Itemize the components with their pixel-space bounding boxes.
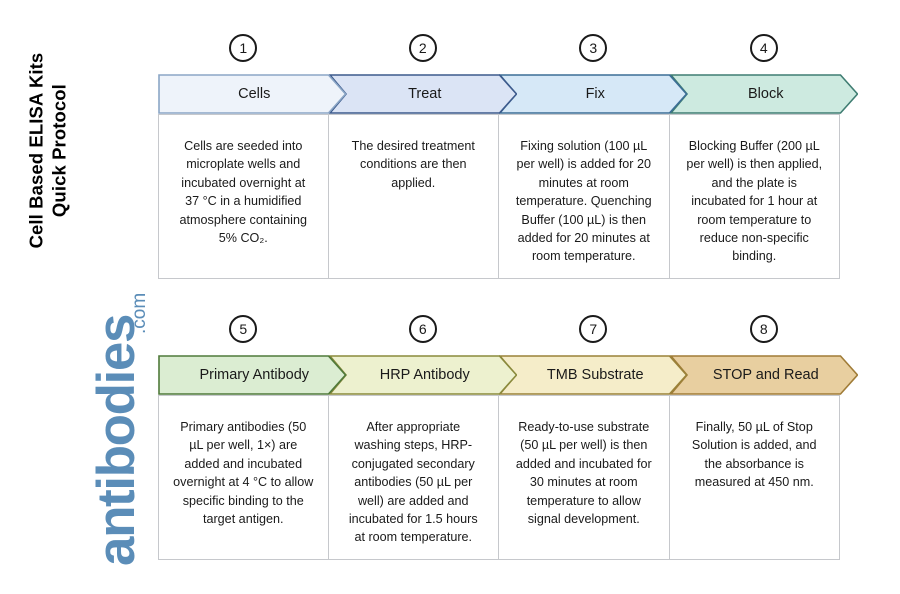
step-number-4: 4: [749, 34, 778, 62]
step-number-6: 6: [408, 315, 437, 343]
step-number-3: 3: [579, 34, 608, 62]
step-number-label: 8: [759, 321, 768, 337]
chevron-label-step-3: Fix: [585, 86, 605, 102]
chevron-label-step-5: Primary Antibody: [199, 367, 310, 383]
description-panel-step-3: Fixing solution (100 µL per well) is add…: [499, 114, 670, 279]
chevron-step-7[interactable]: TMB Substrate: [499, 355, 688, 395]
step-number-strip-2: 5 6 7 8: [158, 315, 840, 355]
description-text-step-6: After appropriate washing steps, HRP-con…: [348, 420, 478, 545]
brand-tld-text: .com: [129, 292, 150, 334]
step-number-2: 2: [408, 34, 437, 62]
step-number-label: 7: [589, 321, 598, 337]
description-text-step-5: Primary antibodies (50 µL per well, 1×) …: [173, 420, 314, 526]
description-panel-step-6: After appropriate washing steps, HRP-con…: [328, 395, 499, 560]
step-number-label: 4: [759, 40, 768, 56]
description-panel-step-2: The desired treatment conditions are the…: [328, 114, 499, 279]
step-number-label: 3: [589, 40, 598, 56]
page-title: Cell Based ELISA Kits Quick Protocol: [25, 52, 69, 249]
brand-logo: antibodies .com: [6, 276, 150, 576]
description-panel-strip-2: Primary antibodies (50 µL per well, 1×) …: [158, 395, 840, 560]
chevron-step-5[interactable]: Primary Antibody: [158, 355, 347, 395]
document-title-vertical: Cell Based ELISA Kits Quick Protocol: [0, 0, 96, 300]
description-text-step-1: Cells are seeded into microplate wells a…: [179, 139, 307, 245]
chevron-step-6[interactable]: HRP Antibody: [328, 355, 517, 395]
chevron-strip-1: Cells Treat Fix Block: [158, 74, 858, 114]
chevron-step-2[interactable]: Treat: [328, 74, 517, 114]
step-number-7: 7: [579, 315, 608, 343]
step-number-label: 1: [239, 40, 248, 56]
chevron-label-step-7: TMB Substrate: [546, 367, 644, 383]
chevron-step-1[interactable]: Cells: [158, 74, 347, 114]
protocol-row-2: 5 6 7 8 Primary Antibody HRP Antibody TMB Sub…: [158, 315, 858, 560]
protocol-row-1: 1 2 3 4 Cells Treat Fix Block Cells are seeded…: [158, 34, 858, 279]
step-number-5: 5: [229, 315, 258, 343]
description-panel-step-7: Ready-to-use substrate (50 µL per well) …: [499, 395, 670, 560]
step-number-8: 8: [749, 315, 778, 343]
brand-name-text: antibodies: [87, 314, 146, 566]
step-number-label: 2: [418, 40, 427, 56]
chevron-label-step-4: Block: [748, 86, 784, 102]
description-text-step-7: Ready-to-use substrate (50 µL per well) …: [515, 420, 652, 526]
chevron-label-step-2: Treat: [408, 86, 442, 102]
chevron-strip-2: Primary Antibody HRP Antibody TMB Substrat…: [158, 355, 858, 395]
description-text-step-8: Finally, 50 µL of Stop Solution is added…: [691, 420, 817, 490]
step-number-1: 1: [229, 34, 258, 62]
description-panel-step-1: Cells are seeded into microplate wells a…: [158, 114, 329, 279]
chevron-step-4[interactable]: Block: [669, 74, 858, 114]
chevron-step-3[interactable]: Fix: [499, 74, 688, 114]
description-panel-strip-1: Cells are seeded into microplate wells a…: [158, 114, 840, 279]
description-panel-step-5: Primary antibodies (50 µL per well, 1×) …: [158, 395, 329, 560]
description-panel-step-4: Blocking Buffer (200 µL per well) is the…: [669, 114, 840, 279]
step-number-label: 6: [418, 321, 427, 337]
description-text-step-2: The desired treatment conditions are the…: [351, 139, 475, 190]
description-text-step-3: Fixing solution (100 µL per well) is add…: [515, 139, 652, 264]
description-text-step-4: Blocking Buffer (200 µL per well) is the…: [686, 139, 823, 264]
chevron-label-step-6: HRP Antibody: [379, 367, 470, 383]
chevron-label-step-1: Cells: [238, 86, 271, 102]
step-number-strip-1: 1 2 3 4: [158, 34, 840, 74]
step-number-label: 5: [239, 321, 248, 337]
chevron-label-step-8: STOP and Read: [712, 367, 819, 383]
chevron-step-8[interactable]: STOP and Read: [669, 355, 858, 395]
description-panel-step-8: Finally, 50 µL of Stop Solution is added…: [669, 395, 840, 560]
